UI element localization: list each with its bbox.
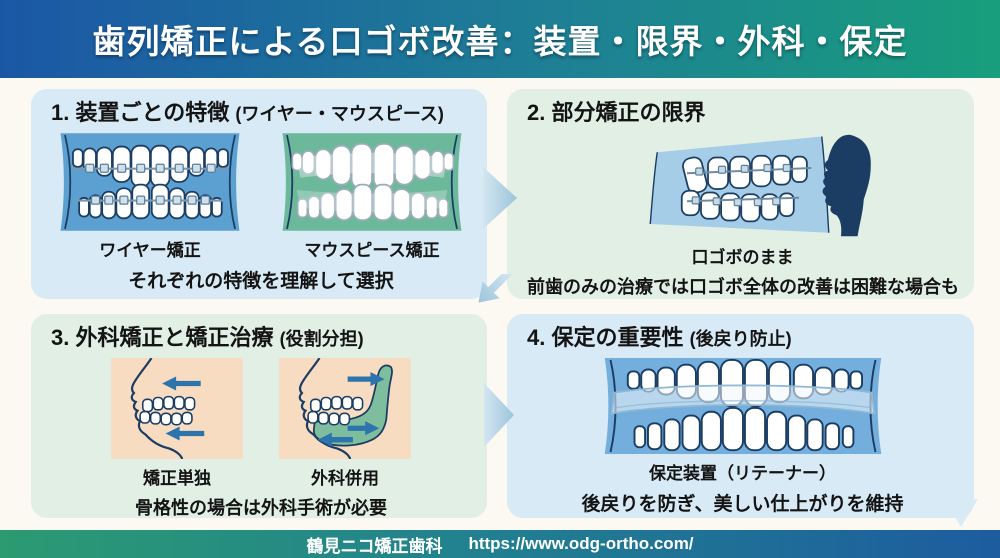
panel-2-title: 2. 部分矯正の限界 — [527, 100, 706, 125]
panel-surgery-roles: 3. 外科矯正と矯正治療 (役割分担) — [31, 314, 487, 518]
retraction-arrows — [162, 375, 205, 441]
retainer-label: 保定装置（リテーナー） — [649, 463, 836, 483]
panel-1-caption: それぞれの特徴を理解して選択 — [128, 270, 394, 292]
ortho-only-label: 矯正単独 — [143, 468, 211, 488]
panel-1-title: 1. 装置ごとの特徴 (ワイヤー・マウスピース) — [51, 100, 444, 125]
mouthpiece-label: マウスピース矯正 — [304, 240, 440, 260]
flow-arrow-1-to-2-icon — [483, 167, 517, 229]
page-title: 歯列矯正による口ゴボ改善：装置・限界・外科・保定 — [92, 23, 908, 60]
panel-3-caption: 骨格性の場合は外科手術が必要 — [135, 497, 387, 518]
kuchigobo-label: 口ゴボのまま — [691, 247, 794, 267]
retainer-band — [609, 384, 876, 415]
ortho-only-profile-illustration — [111, 356, 243, 459]
flow-arrow-end-icon — [944, 499, 978, 527]
surgery-combined-profile-illustration — [279, 356, 411, 459]
surgery-arrows — [317, 371, 385, 447]
panel-partial-limits: 2. 部分矯正の限界 — [507, 89, 974, 299]
clinic-url: https://www.odg-ortho.com/ — [468, 534, 694, 553]
panel-3-title: 3. 外科矯正と矯正治療 (役割分担) — [51, 325, 364, 350]
footer-banner: 鶴見ニコ矯正歯科 https://www.odg-ortho.com/ — [0, 530, 1000, 558]
panel-2-caption: 前歯のみの治療では口ゴボ全体の改善は困難な場合も — [527, 276, 959, 297]
flow-arrow-3-to-4-icon — [484, 383, 514, 447]
clinic-name: 鶴見ニコ矯正歯科 — [306, 536, 443, 556]
panel-4-caption: 後戻りを防ぎ、美しい仕上がりを維持 — [581, 493, 904, 515]
panel-retention: 4. 保定の重要性 (後戻り防止) — [507, 314, 974, 518]
mouthpiece-illustration — [279, 132, 465, 231]
retainer-illustration — [599, 357, 887, 454]
panel-appliance-features: 1. 装置ごとの特徴 (ワイヤー・マウスピース) — [31, 89, 487, 299]
wire-braces-illustration — [57, 132, 243, 231]
wire-braces-label: ワイヤー矯正 — [99, 240, 201, 260]
protruding-face-silhouette — [822, 134, 871, 236]
surgery-combined-label: 外科併用 — [311, 468, 379, 488]
side-braces-profile-illustration — [598, 133, 888, 238]
header-banner: 歯列矯正による口ゴボ改善：装置・限界・外科・保定 — [0, 0, 1000, 78]
flow-arrow-2-to-3-icon — [462, 268, 524, 332]
panel-4-title: 4. 保定の重要性 (後戻り防止) — [527, 325, 792, 350]
